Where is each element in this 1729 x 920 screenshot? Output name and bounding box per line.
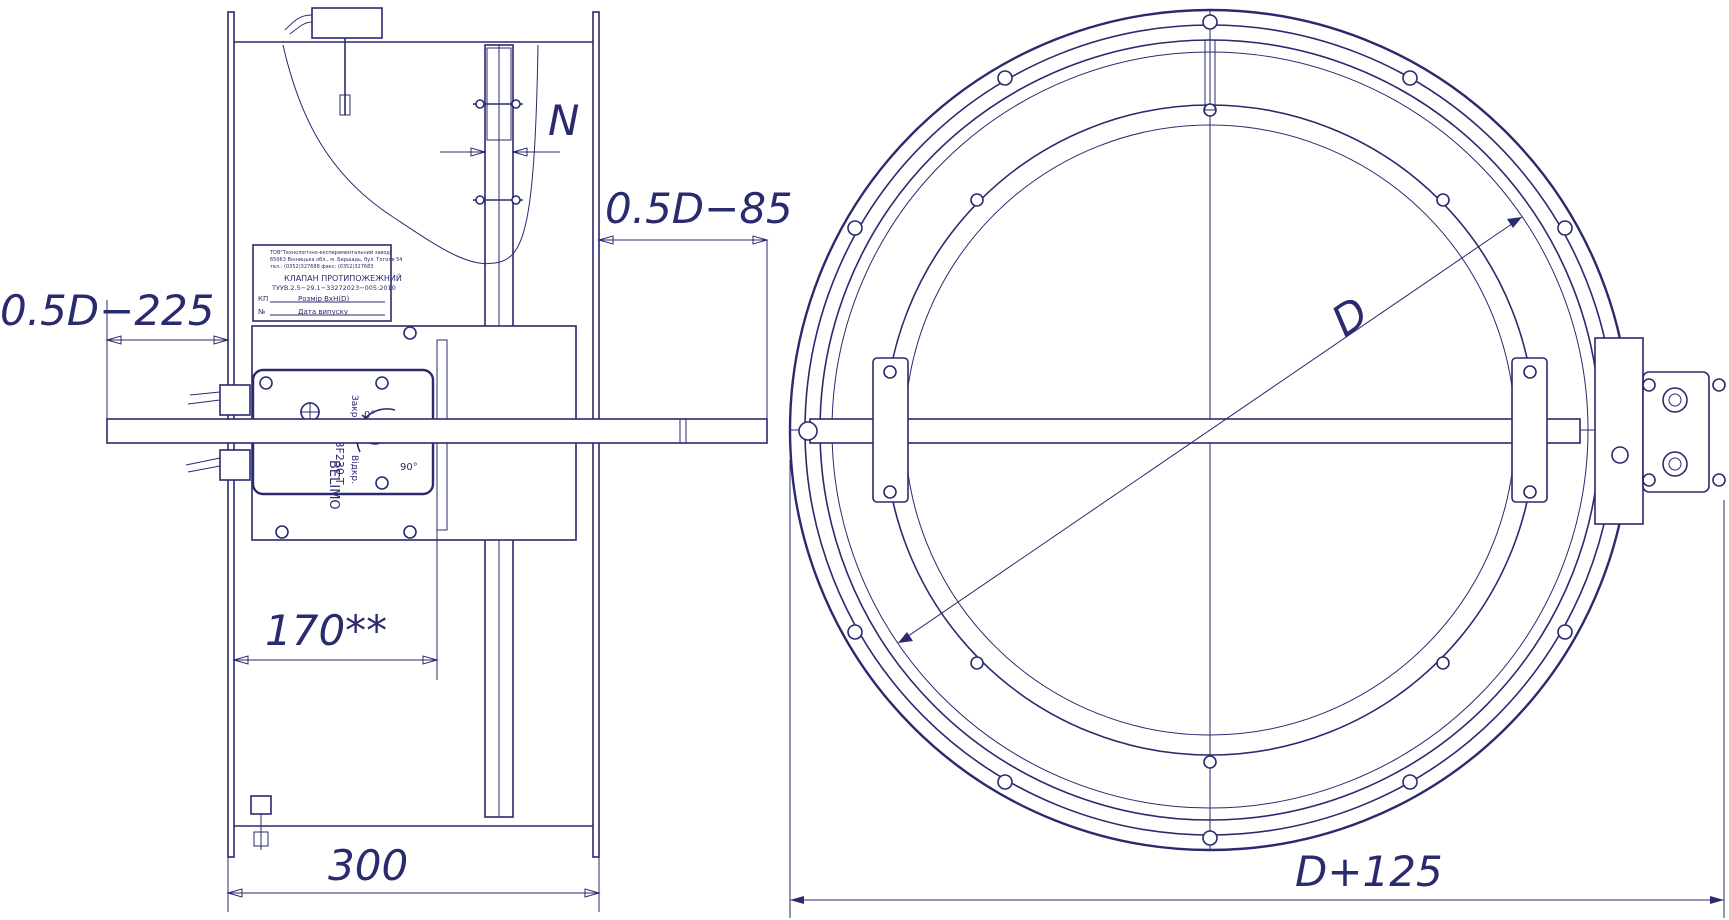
- cable-gland-top: [219, 384, 251, 416]
- nameplate-maker-line2: 65063 Вінницька обл., м. Бершадь, бул. Г…: [270, 257, 402, 263]
- nameplate-maker-line3: тел.: (0352)327688 факс: (0352)327683: [270, 264, 373, 270]
- nameplate: [252, 244, 392, 322]
- earth-icon: [250, 795, 272, 815]
- bracket-left: [872, 357, 909, 503]
- actuator-angle-90: 90°: [400, 462, 418, 473]
- side-view: BF230-T BELIMO Закр. Відкр. 0° 90° ТОВ"Т…: [0, 7, 793, 912]
- nameplate-maker-line1: ТОВ"Технологічно-експериментальний завод…: [269, 249, 392, 256]
- front-shaft: [809, 418, 1581, 444]
- nameplate-field-no: №: [258, 308, 265, 316]
- actuator-brand: BELIMO: [326, 460, 341, 510]
- flange-bolts: [847, 14, 1573, 846]
- dim-outer-size: D+125: [1295, 847, 1443, 896]
- dim-diameter: D: [1323, 287, 1377, 346]
- front-actuator-bracket: [1594, 337, 1644, 525]
- actuator-model: BF230-T: [333, 440, 346, 485]
- nameplate-field-size: Розмір ВхН(D): [298, 295, 349, 303]
- dim-actuator-offset: 170**: [265, 606, 387, 655]
- dim-depth: 300: [328, 841, 408, 890]
- dim-blade-offset: N: [548, 96, 579, 145]
- nameplate-product: КЛАПАН ПРОТИПОЖЕЖНИЙ: [284, 272, 402, 283]
- nameplate-field-date: Дата випуску: [298, 308, 348, 316]
- nameplate-spec: ТУУВ.2.5−29.1−33272023−005:2010: [271, 284, 396, 292]
- drive-shaft: [106, 418, 768, 444]
- actuator-label-open: Відкр.: [349, 455, 359, 484]
- dim-right-shaft: 0.5D−85: [605, 184, 793, 233]
- seal-strip: [486, 47, 512, 141]
- nameplate-field-model: КП: [258, 295, 268, 303]
- actuator-angle-0: 0°: [364, 410, 375, 421]
- bracket-right: [1511, 357, 1548, 503]
- inner-bolts: [970, 103, 1450, 769]
- diameter-line: [897, 216, 1523, 644]
- dim-left-shaft: 0.5D−225: [0, 286, 215, 335]
- front-actuator-box: [1642, 371, 1710, 493]
- thermal-fuse: [311, 7, 383, 39]
- actuator-label-closed: Закр.: [349, 395, 359, 420]
- cutaway-outline: [282, 44, 539, 265]
- cable-gland-bottom: [219, 449, 251, 481]
- front-view: D D+125: [788, 8, 1726, 918]
